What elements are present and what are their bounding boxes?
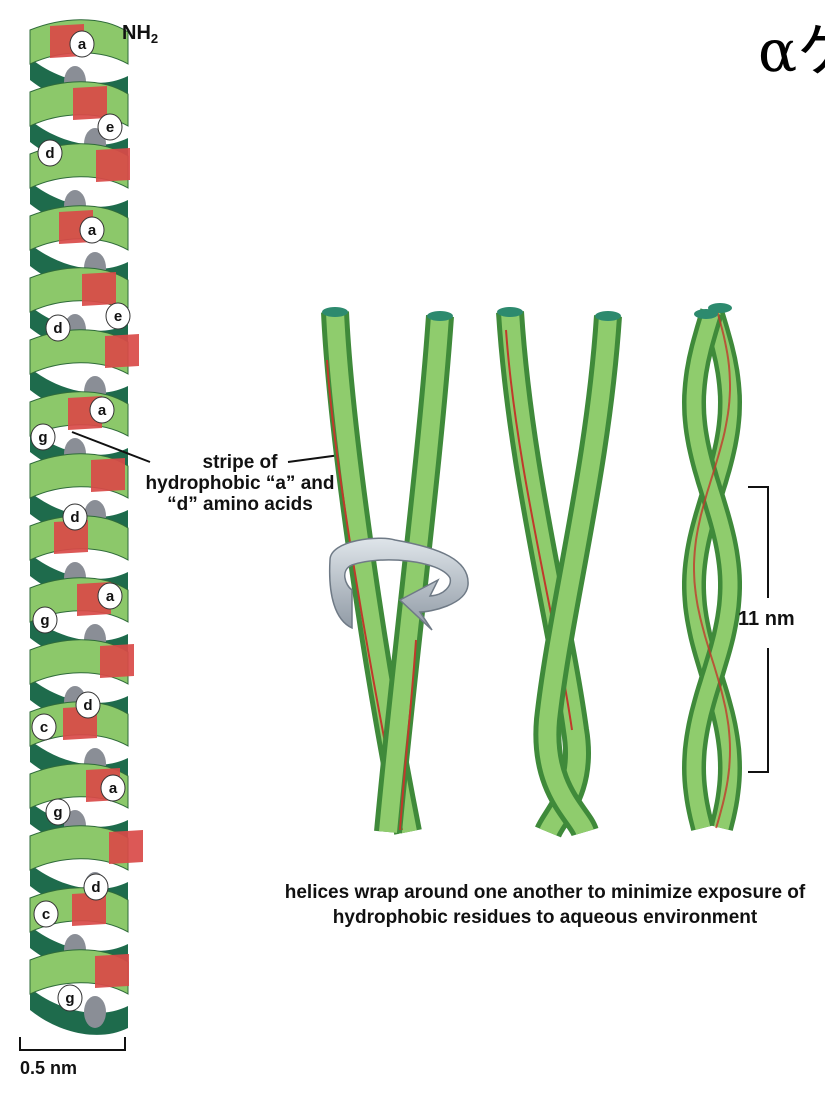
residue-label: c — [40, 719, 48, 736]
residue-label: a — [78, 36, 87, 53]
helix-pair-separated — [322, 307, 468, 832]
page-title: αケラチン フィ — [758, 20, 825, 82]
residue-label: e — [114, 308, 122, 325]
scale-bar-05nm — [20, 1037, 125, 1050]
residue-label: c — [42, 906, 50, 923]
residue-label: e — [106, 119, 114, 136]
residue-label: g — [38, 429, 47, 446]
residue-label: d — [70, 509, 79, 526]
residue-label: g — [65, 990, 74, 1007]
scale-label-11nm: 11 nm — [738, 608, 795, 631]
residue-label: a — [106, 588, 115, 605]
residue-label: d — [45, 145, 54, 162]
stripe-label: stripe of hydrophobic “a” and “d” amino … — [145, 452, 335, 515]
residue-label: g — [53, 804, 62, 821]
helix-pair-coiled-coil — [694, 303, 732, 828]
residue-label: d — [83, 697, 92, 714]
residue-label: d — [53, 320, 62, 337]
residue-label: d — [91, 879, 100, 896]
residue-label: a — [109, 780, 118, 797]
alpha-helix-ribbon: a e d a e d a g d a g d c a g d c g — [30, 20, 143, 1035]
n-terminus-label: NH2 — [122, 22, 158, 46]
scale-label-05nm: 0.5 nm — [20, 1058, 77, 1079]
figure-caption: helices wrap around one another to minim… — [275, 880, 815, 930]
residue-label: a — [98, 402, 107, 419]
residue-label: a — [88, 222, 97, 239]
residue-label: g — [40, 612, 49, 629]
helix-pair-winding — [497, 307, 621, 832]
